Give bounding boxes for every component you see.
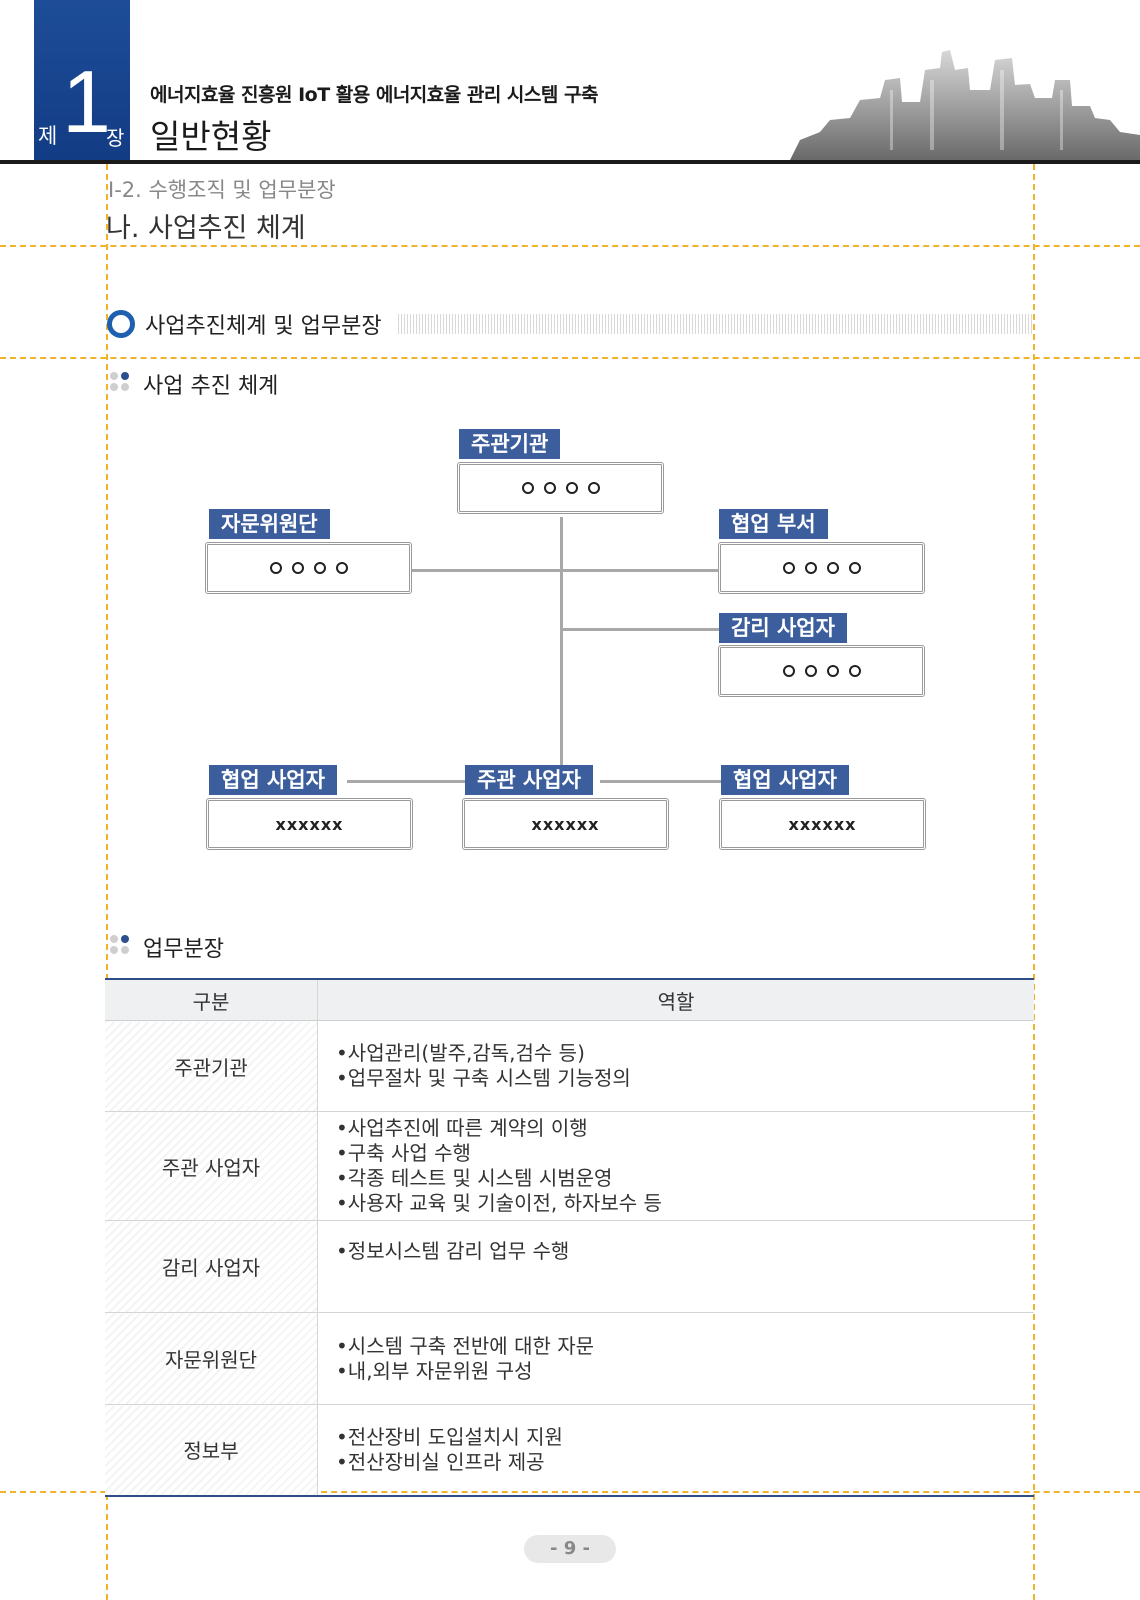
org-label-auditor: 감리 사업자 [719,613,847,643]
section-subtitle: Ⅰ-2. 수행조직 및 업무분장 [108,178,336,202]
block-title: 사업추진체계 및 업무분장 [145,314,382,339]
table-cell-category: 정보부 [105,1404,318,1496]
connector-coop-left [347,780,467,783]
guide-line-right [1033,164,1035,1600]
chapter-suffix: 장 [106,126,125,150]
role-item: •업무절차 및 구축 시스템 기능정의 [336,1066,631,1090]
role-item: •전산장비 도입설치시 지원 [336,1424,563,1449]
page-number: - 9 - [524,1535,616,1563]
org-label-coop-contractor-left: 협업 사업자 [209,765,337,795]
org-box-main-contractor: xxxxxx [462,798,669,850]
table-row: 자문위원단 •시스템 구축 전반에 대한 자문 •내,외부 자문위원 구성 [105,1312,1034,1405]
connector-coop-right [600,780,722,783]
dots-bullet-icon [110,372,132,394]
table-cell-roles: •전산장비 도입설치시 지원 •전산장비실 인프라 제공 [317,1404,1034,1496]
role-item: •시스템 구축 전반에 대한 자문 [336,1333,595,1358]
dots-bullet-icon [110,935,132,957]
table-cell-roles: •정보시스템 감리 업무 수행 [317,1220,1034,1313]
role-item: •사업추진에 따른 계약의 이행 [336,1116,588,1140]
chapter-tab: 제 1 장 [34,0,130,160]
org-label-host-agency: 주관기관 [459,429,561,459]
city-skyline-image [790,50,1140,160]
document-subtitle: 에너지효율 진흥원 IoT 활용 에너지효율 관리 시스템 구축 [150,84,598,106]
role-item: •구축 사업 수행 [336,1141,471,1165]
org-box-cooperating-dept [718,542,925,594]
title-stripe-decoration [398,314,1033,334]
table-row: 주관 사업자 •사업추진에 따른 계약의 이행 •구축 사업 수행 •각종 테스… [105,1111,1034,1221]
guide-line-middle [0,357,1140,359]
org-label-cooperating-dept: 협업 부서 [719,509,828,539]
table-cell-category: 자문위원단 [105,1312,318,1405]
chapter-title: 일반현황 [150,117,272,156]
guide-line-top [0,245,1140,247]
circle-bullet-icon [107,310,135,338]
table-header-row: 구분 역할 [105,979,1034,1021]
role-item: •내,외부 자문위원 구성 [336,1358,533,1383]
table-cell-roles: •사업관리(발주,감독,검수 등) •업무절차 및 구축 시스템 기능정의 [317,1020,1034,1112]
subsection-structure-title: 사업 추진 체계 [143,374,279,399]
guide-line-left [106,164,108,1600]
org-label-main-contractor: 주관 사업자 [465,765,593,795]
table-cell-category: 주관 사업자 [105,1111,318,1221]
table-row: 주관기관 •사업관리(발주,감독,검수 등) •업무절차 및 구축 시스템 기능… [105,1020,1034,1112]
role-item: •정보시스템 감리 업무 수행 [336,1239,570,1263]
role-item: •사업관리(발주,감독,검수 등) [336,1041,585,1065]
org-box-coop-contractor-left: xxxxxx [206,798,413,850]
connector-advisory-dept [411,569,722,572]
table-header-category: 구분 [105,979,318,1021]
chapter-number: 1 [62,52,111,151]
org-box-auditor [718,645,925,697]
table-cell-roles: •사업추진에 따른 계약의 이행 •구축 사업 수행 •각종 테스트 및 시스템… [317,1111,1034,1221]
org-box-host-agency [457,462,664,514]
subsection-duties-title: 업무분장 [143,937,224,962]
org-box-coop-contractor-right: xxxxxx [719,798,926,850]
connector-auditor [560,628,722,631]
table-row: 감리 사업자 •정보시스템 감리 업무 수행 [105,1220,1034,1313]
table-header-role: 역할 [317,979,1034,1021]
header-rule [0,160,1140,164]
org-label-advisory: 자문위원단 [209,509,330,539]
org-label-coop-contractor-right: 협업 사업자 [721,765,849,795]
table-cell-category: 주관기관 [105,1020,318,1112]
connector-vertical [560,517,563,765]
section-title: 나. 사업추진 체계 [106,213,306,244]
role-item: •각종 테스트 및 시스템 시범운영 [336,1166,613,1190]
role-item: •사용자 교육 및 기술이전, 하자보수 등 [336,1191,662,1215]
org-box-advisory [205,542,412,594]
duty-table: 구분 역할 주관기관 •사업관리(발주,감독,검수 등) •업무절차 및 구축 … [105,978,1034,1497]
chapter-prefix: 제 [38,124,58,148]
table-row: 정보부 •전산장비 도입설치시 지원 •전산장비실 인프라 제공 [105,1404,1034,1496]
table-cell-roles: •시스템 구축 전반에 대한 자문 •내,외부 자문위원 구성 [317,1312,1034,1405]
role-item: •전산장비실 인프라 제공 [336,1449,545,1474]
table-cell-category: 감리 사업자 [105,1220,318,1313]
